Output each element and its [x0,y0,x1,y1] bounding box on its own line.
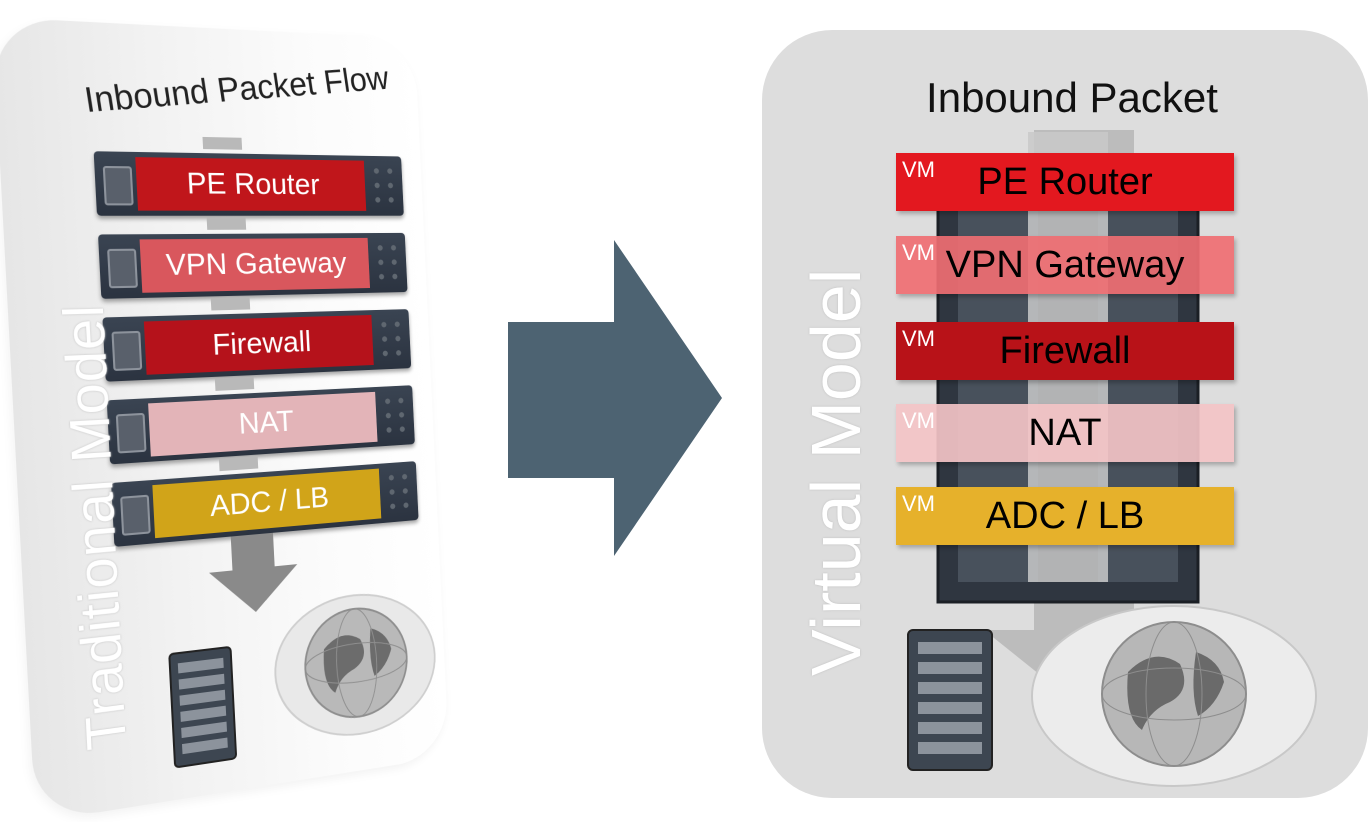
vm-function-label: VPN Gateway [896,244,1234,287]
control-knobs [373,241,402,285]
appliance-label: NAT [148,392,377,457]
port-panel [103,166,134,206]
appliance-nat: NAT [107,385,415,464]
flow-connector [211,298,250,311]
server-rack-icon [165,642,240,772]
appliance-vpn-gateway: VPN Gateway [98,233,408,299]
vm-tag: VM [902,157,935,183]
vm-firewall: VM Firewall [896,322,1234,380]
globe-cloud-icon [1024,586,1324,796]
flow-connector [202,137,242,150]
control-knobs [369,164,398,208]
vm-tag: VM [902,491,935,517]
vm-tag: VM [902,408,935,434]
flow-connector [207,218,247,230]
vm-nat: VM NAT [896,404,1234,462]
vm-function-label: PE Router [896,161,1234,204]
appliance-label: Firewall [144,315,374,375]
vm-tag: VM [902,326,935,352]
virtual-model-card: Inbound Packet VM PE Router VM VPN Gatew… [762,30,1368,798]
appliance-pe-router: PE Router [94,151,404,216]
vm-vpn-gateway: VM VPN Gateway [896,236,1234,294]
control-knobs [377,317,406,362]
globe-cloud-icon [264,569,444,754]
appliance-label: ADC / LB [152,469,381,539]
vm-function-label: ADC / LB [896,495,1234,538]
vm-pe-router: VM PE Router [896,153,1234,211]
vm-function-label: Firewall [896,330,1234,373]
control-knobs [384,469,413,515]
vm-tag: VM [902,240,935,266]
flow-connector [219,457,258,472]
traditional-flow-title: Inbound Packet Flow [59,58,409,123]
right-arrow-icon [508,240,728,560]
virtual-model-label: Virtual Model [796,269,876,676]
server-rack-icon [904,626,996,774]
appliance-label: PE Router [135,157,366,211]
appliance-firewall: Firewall [102,309,411,382]
port-panel [107,249,138,289]
flow-connector [215,377,254,391]
appliance-label: VPN Gateway [140,238,370,293]
control-knobs [381,393,410,438]
vm-function-label: NAT [896,412,1234,455]
traditional-model-card: Inbound Packet Flow PE Router VPN Gatewa… [0,17,449,822]
vm-adc-lb: VM ADC / LB [896,487,1234,545]
